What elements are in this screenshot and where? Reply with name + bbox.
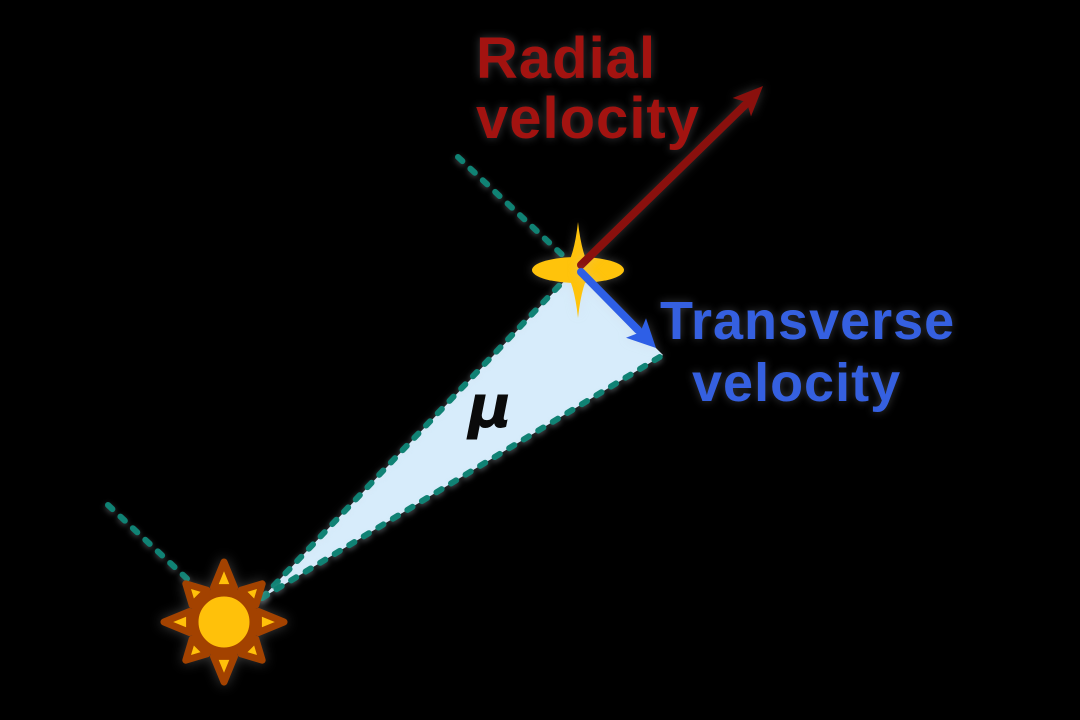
- sight-line-sun-to-displaced-star-dashed: [259, 352, 666, 601]
- radial-velocity-label-line2: velocity: [476, 86, 700, 151]
- radial-velocity-arrow: [577, 86, 763, 269]
- dashed-lines-group: [105, 154, 666, 601]
- transverse-direction-dashed-line-at-star: [455, 154, 575, 267]
- transverse-velocity-label-line1: Transverse: [660, 291, 956, 351]
- proper-motion-angle-label: μ: [468, 372, 513, 442]
- transverse-velocity-label-line2: velocity: [692, 353, 902, 413]
- transverse-velocity-label: Transverse velocity: [660, 290, 955, 414]
- proper-motion-angle-wedge: [262, 269, 663, 598]
- radial-velocity-label: Radial velocity: [476, 29, 700, 149]
- transverse-velocity-arrowhead: [626, 318, 656, 348]
- sun-icon: [160, 558, 288, 686]
- sight-line-sun-to-star-dashed: [259, 267, 577, 601]
- radial-velocity-label-line1: Radial: [476, 26, 657, 91]
- transverse-direction-dashed-line-at-sun: [105, 502, 200, 591]
- transverse-velocity-arrow-shaft: [577, 268, 642, 334]
- transverse-velocity-arrow: [577, 268, 656, 348]
- radial-velocity-arrowhead: [732, 86, 763, 117]
- radial-velocity-arrow-shaft: [577, 101, 749, 269]
